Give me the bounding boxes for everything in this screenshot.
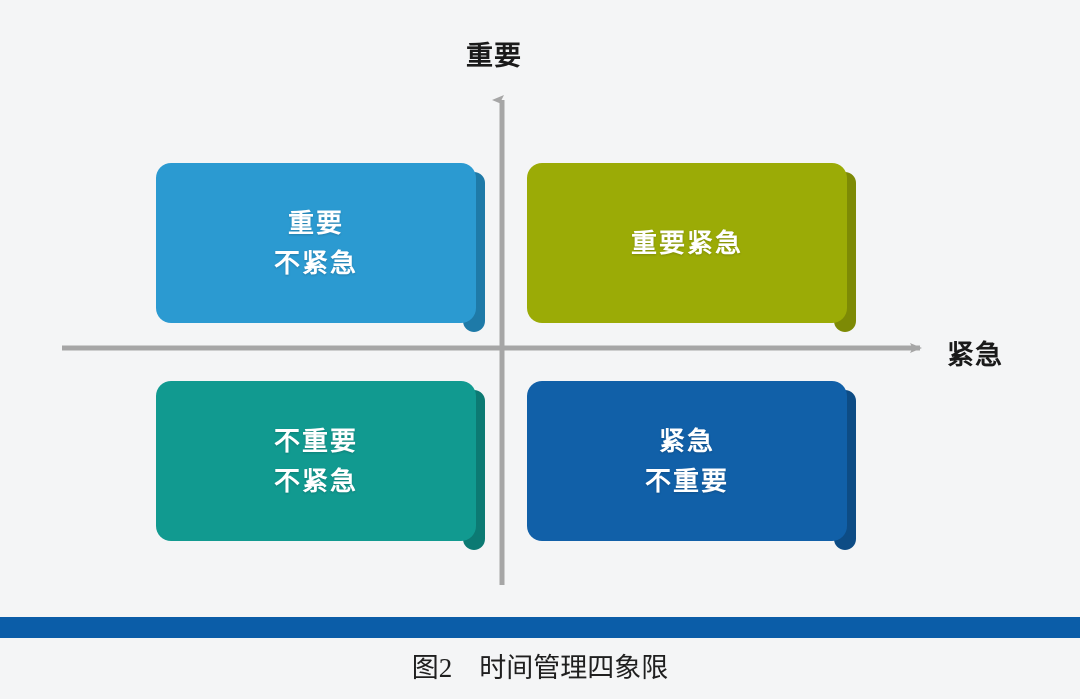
quadrant-label-line1: 重要紧急 [630, 227, 743, 258]
quadrant-face [156, 163, 476, 323]
quadrant-label-line2: 不紧急 [273, 466, 358, 496]
quadrant-important-urgent[interactable]: 重要紧急 [527, 163, 856, 332]
divider-bar [0, 617, 1080, 638]
quadrant-not-important-not-urgent[interactable]: 不重要 不紧急 [156, 381, 485, 550]
quadrant-face [527, 163, 847, 323]
quadrant-label: 重要紧急 [631, 223, 743, 263]
quadrant-urgent-not-important[interactable]: 紧急 不重要 [527, 381, 856, 550]
axis-label-important: 重要 [466, 41, 522, 71]
quadrant-label: 紧急 不重要 [645, 421, 729, 502]
quadrant-label: 重要 不紧急 [274, 203, 358, 284]
quadrant-label: 不重要 不紧急 [274, 421, 358, 502]
quadrant-label-line1: 不重要 [273, 425, 358, 456]
quadrant-label-line2: 不紧急 [273, 248, 358, 278]
quadrant-face [156, 381, 476, 541]
quadrant-face [527, 381, 847, 541]
axis-label-urgent: 紧急 [947, 340, 1003, 370]
figure-caption: 图2 时间管理四象限 [411, 653, 669, 683]
quadrant-important-not-urgent[interactable]: 重要 不紧急 [156, 163, 485, 332]
quadrant-label-line2: 不重要 [644, 466, 729, 496]
quadrant-label-line1: 重要 [287, 207, 344, 238]
figure-canvas: 重要 紧急 重要 不紧急 重要紧急 不重要 不紧急 紧急 不重要 [62, 41, 1003, 585]
quadrant-label-line1: 紧急 [658, 425, 715, 456]
